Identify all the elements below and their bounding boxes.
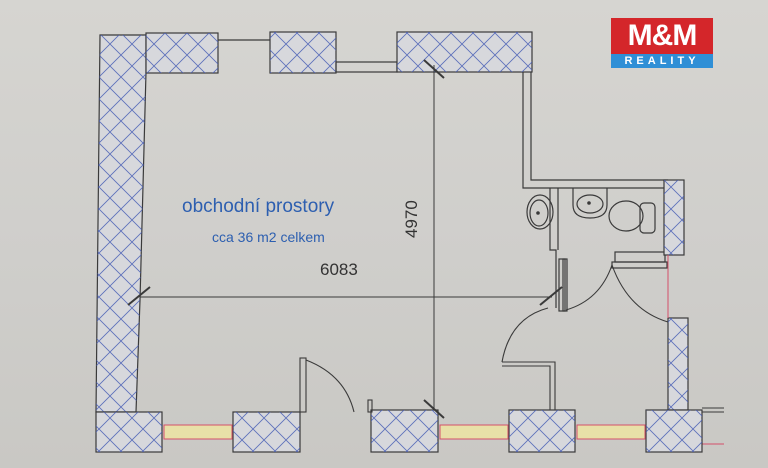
- wall-top: [145, 31, 533, 74]
- brand-logo: M&M REALITY: [611, 18, 713, 68]
- depth-dimension-label: 4970: [402, 200, 421, 238]
- logo-brand-text: M&M: [611, 18, 713, 54]
- bathroom-partition: [522, 72, 668, 312]
- windows: [163, 424, 646, 440]
- sink-bathroom-icon: [572, 188, 608, 219]
- bathroom-door-icon: [565, 264, 669, 323]
- wall-bathroom-right: [663, 179, 685, 256]
- width-dimension-label: 6083: [320, 260, 358, 279]
- room-name-label: obchodní prostory: [182, 196, 335, 217]
- entrance-door-icon: [299, 357, 373, 413]
- sink-left-icon: [526, 194, 554, 230]
- toilet-icon: [608, 200, 656, 234]
- room-area-label: cca 36 m2 celkem: [212, 229, 325, 245]
- interior-door-icon: [501, 307, 556, 412]
- dimension-lines: [127, 59, 563, 419]
- wall-left: [95, 34, 147, 413]
- wall-right-lower: [667, 255, 724, 445]
- wall-bottom: [95, 409, 703, 453]
- logo-subtitle: REALITY: [611, 54, 713, 68]
